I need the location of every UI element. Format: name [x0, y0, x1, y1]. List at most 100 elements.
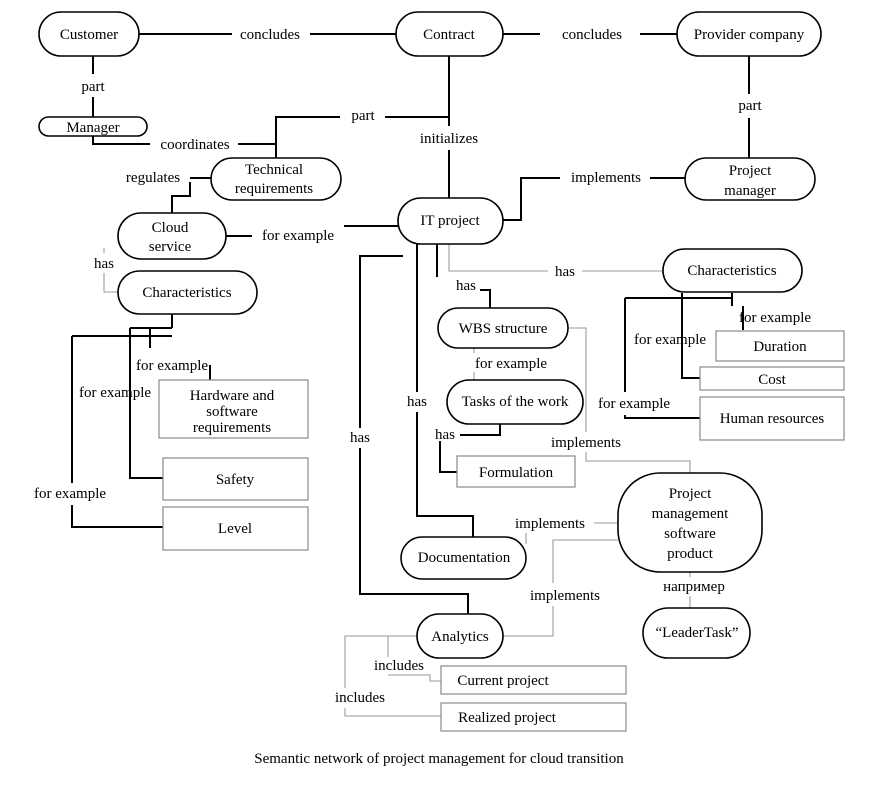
- node-cloud-service-label-2: service: [149, 239, 192, 255]
- label-has-documentation: has: [407, 394, 427, 410]
- node-it-project: [397, 197, 504, 245]
- node-cloud-service: [117, 212, 227, 260]
- node-provider-label: Provider company: [694, 27, 805, 43]
- node-tech-requirements-label-2: requirements: [235, 181, 313, 197]
- label-part-contract: part: [351, 108, 375, 124]
- node-formulation-label: Formulation: [479, 465, 554, 481]
- label-has-formulation: has: [435, 427, 455, 443]
- node-it-project-label: IT project: [420, 213, 480, 229]
- node-contract-label: Contract: [423, 27, 475, 43]
- node-characteristics-left: [117, 270, 258, 315]
- label-initializes: initializes: [420, 131, 478, 147]
- node-human-resources-label: Human resources: [720, 411, 825, 427]
- node-tech-requirements-label-1: Technical: [245, 162, 303, 178]
- node-tasks-of-work-label: Tasks of the work: [462, 394, 569, 410]
- node-contract: [395, 11, 504, 57]
- node-documentation: [400, 536, 527, 580]
- label-has-chars-right: has: [555, 264, 575, 280]
- node-current-project: [440, 665, 627, 695]
- node-hw-sw-label-3: requirements: [193, 420, 271, 436]
- edge-analytics-pmsoft: [503, 539, 618, 637]
- label-regulates: regulates: [126, 170, 180, 186]
- edge-chars-left-tree: [71, 314, 211, 528]
- label-has-wbs: has: [456, 278, 476, 294]
- node-project-manager: [684, 157, 816, 201]
- label-coordinates: coordinates: [160, 137, 229, 153]
- edge-itproject-wbs: [436, 244, 491, 308]
- node-pm-software-label-2: management: [652, 506, 729, 522]
- edge-itproject-analytics: [359, 255, 469, 614]
- node-duration: [715, 330, 845, 362]
- node-manager-label: Manager: [66, 120, 119, 136]
- node-wbs-structure-label: WBS structure: [459, 321, 548, 337]
- label-includes-realized: includes: [335, 690, 385, 706]
- node-leadertask: [642, 607, 751, 659]
- edge-doc-pmsoft: [525, 522, 618, 544]
- edge-itproject-pm: [503, 177, 685, 221]
- node-safety: [162, 457, 309, 501]
- edge-contract-part-techreq: [275, 116, 449, 158]
- node-tech-requirements: [210, 157, 342, 201]
- figure-caption: Semantic network of project management f…: [254, 751, 624, 767]
- node-formulation: [456, 455, 576, 488]
- node-cloud-service-label-1: Cloud: [152, 220, 189, 236]
- label-implements-pm: implements: [571, 170, 641, 186]
- edge-itproject-doc: [416, 244, 474, 537]
- label-concludes-left: concludes: [240, 27, 300, 43]
- node-pm-software-label-4: product: [667, 546, 714, 562]
- label-part-customer: part: [81, 79, 105, 95]
- label-for-example-cost: for example: [634, 332, 706, 348]
- label-for-example-hr: for example: [598, 396, 670, 412]
- label-implements-analytics: implements: [530, 588, 600, 604]
- node-leadertask-label: “LeaderTask”: [655, 625, 738, 641]
- edge-chars-right-children: [624, 293, 733, 419]
- edge-tasks-formulation: [439, 424, 501, 473]
- label-for-example-safety: for example: [79, 385, 151, 401]
- label-for-example-level: for example: [34, 486, 106, 502]
- edge-labels: concludes concludes part part part coord…: [34, 27, 811, 706]
- node-tasks-of-work: [446, 379, 584, 425]
- node-hw-sw-requirements: [158, 379, 309, 439]
- node-pm-software: [617, 472, 763, 573]
- label-concludes-right: concludes: [562, 27, 622, 43]
- node-project-manager-label-2: manager: [724, 183, 776, 199]
- node-project-manager-label-1: Project: [729, 163, 772, 179]
- node-customer: [38, 11, 140, 57]
- node-characteristics-right-label: Characteristics: [687, 263, 776, 279]
- node-characteristics-left-label: Characteristics: [142, 285, 231, 301]
- edge-itproject-chars-right: [448, 244, 663, 272]
- label-for-example-duration: for example: [739, 310, 811, 326]
- node-realized-project: [440, 702, 627, 732]
- node-level-label: Level: [218, 521, 252, 537]
- node-analytics-label: Analytics: [431, 629, 489, 645]
- node-safety-label: Safety: [216, 472, 255, 488]
- node-cost-label: Cost: [758, 372, 786, 388]
- nodes: Customer Contract Provider company Manag…: [38, 11, 845, 732]
- node-pm-software-label-1: Project: [669, 486, 712, 502]
- label-has-cloud: has: [94, 256, 114, 272]
- node-provider: [676, 11, 822, 57]
- label-naprimer: например: [663, 579, 725, 595]
- node-wbs-structure: [437, 307, 569, 349]
- edge-techreq-cloud: [171, 177, 211, 213]
- node-documentation-label: Documentation: [418, 550, 511, 566]
- edge-analytics-includes: [344, 635, 441, 717]
- node-hw-sw-label-2: software: [206, 404, 258, 420]
- node-hw-sw-label-1: Hardware and: [190, 388, 275, 404]
- label-for-example-tasks: for example: [475, 356, 547, 372]
- label-part-provider: part: [738, 98, 762, 114]
- label-for-example-hw: for example: [136, 358, 208, 374]
- label-has-analytics: has: [350, 430, 370, 446]
- edges: [71, 33, 750, 717]
- node-cost: [699, 366, 845, 391]
- label-implements-wbs: implements: [551, 435, 621, 451]
- edge-cloud-itproject: [226, 225, 398, 237]
- label-includes-current: includes: [374, 658, 424, 674]
- node-duration-label: Duration: [753, 339, 807, 355]
- node-manager: [38, 116, 148, 137]
- node-realized-project-label: Realized project: [458, 710, 557, 726]
- label-for-example-cloud: for example: [262, 228, 334, 244]
- node-pm-software-label-3: software: [664, 526, 716, 542]
- node-characteristics-right: [662, 248, 803, 293]
